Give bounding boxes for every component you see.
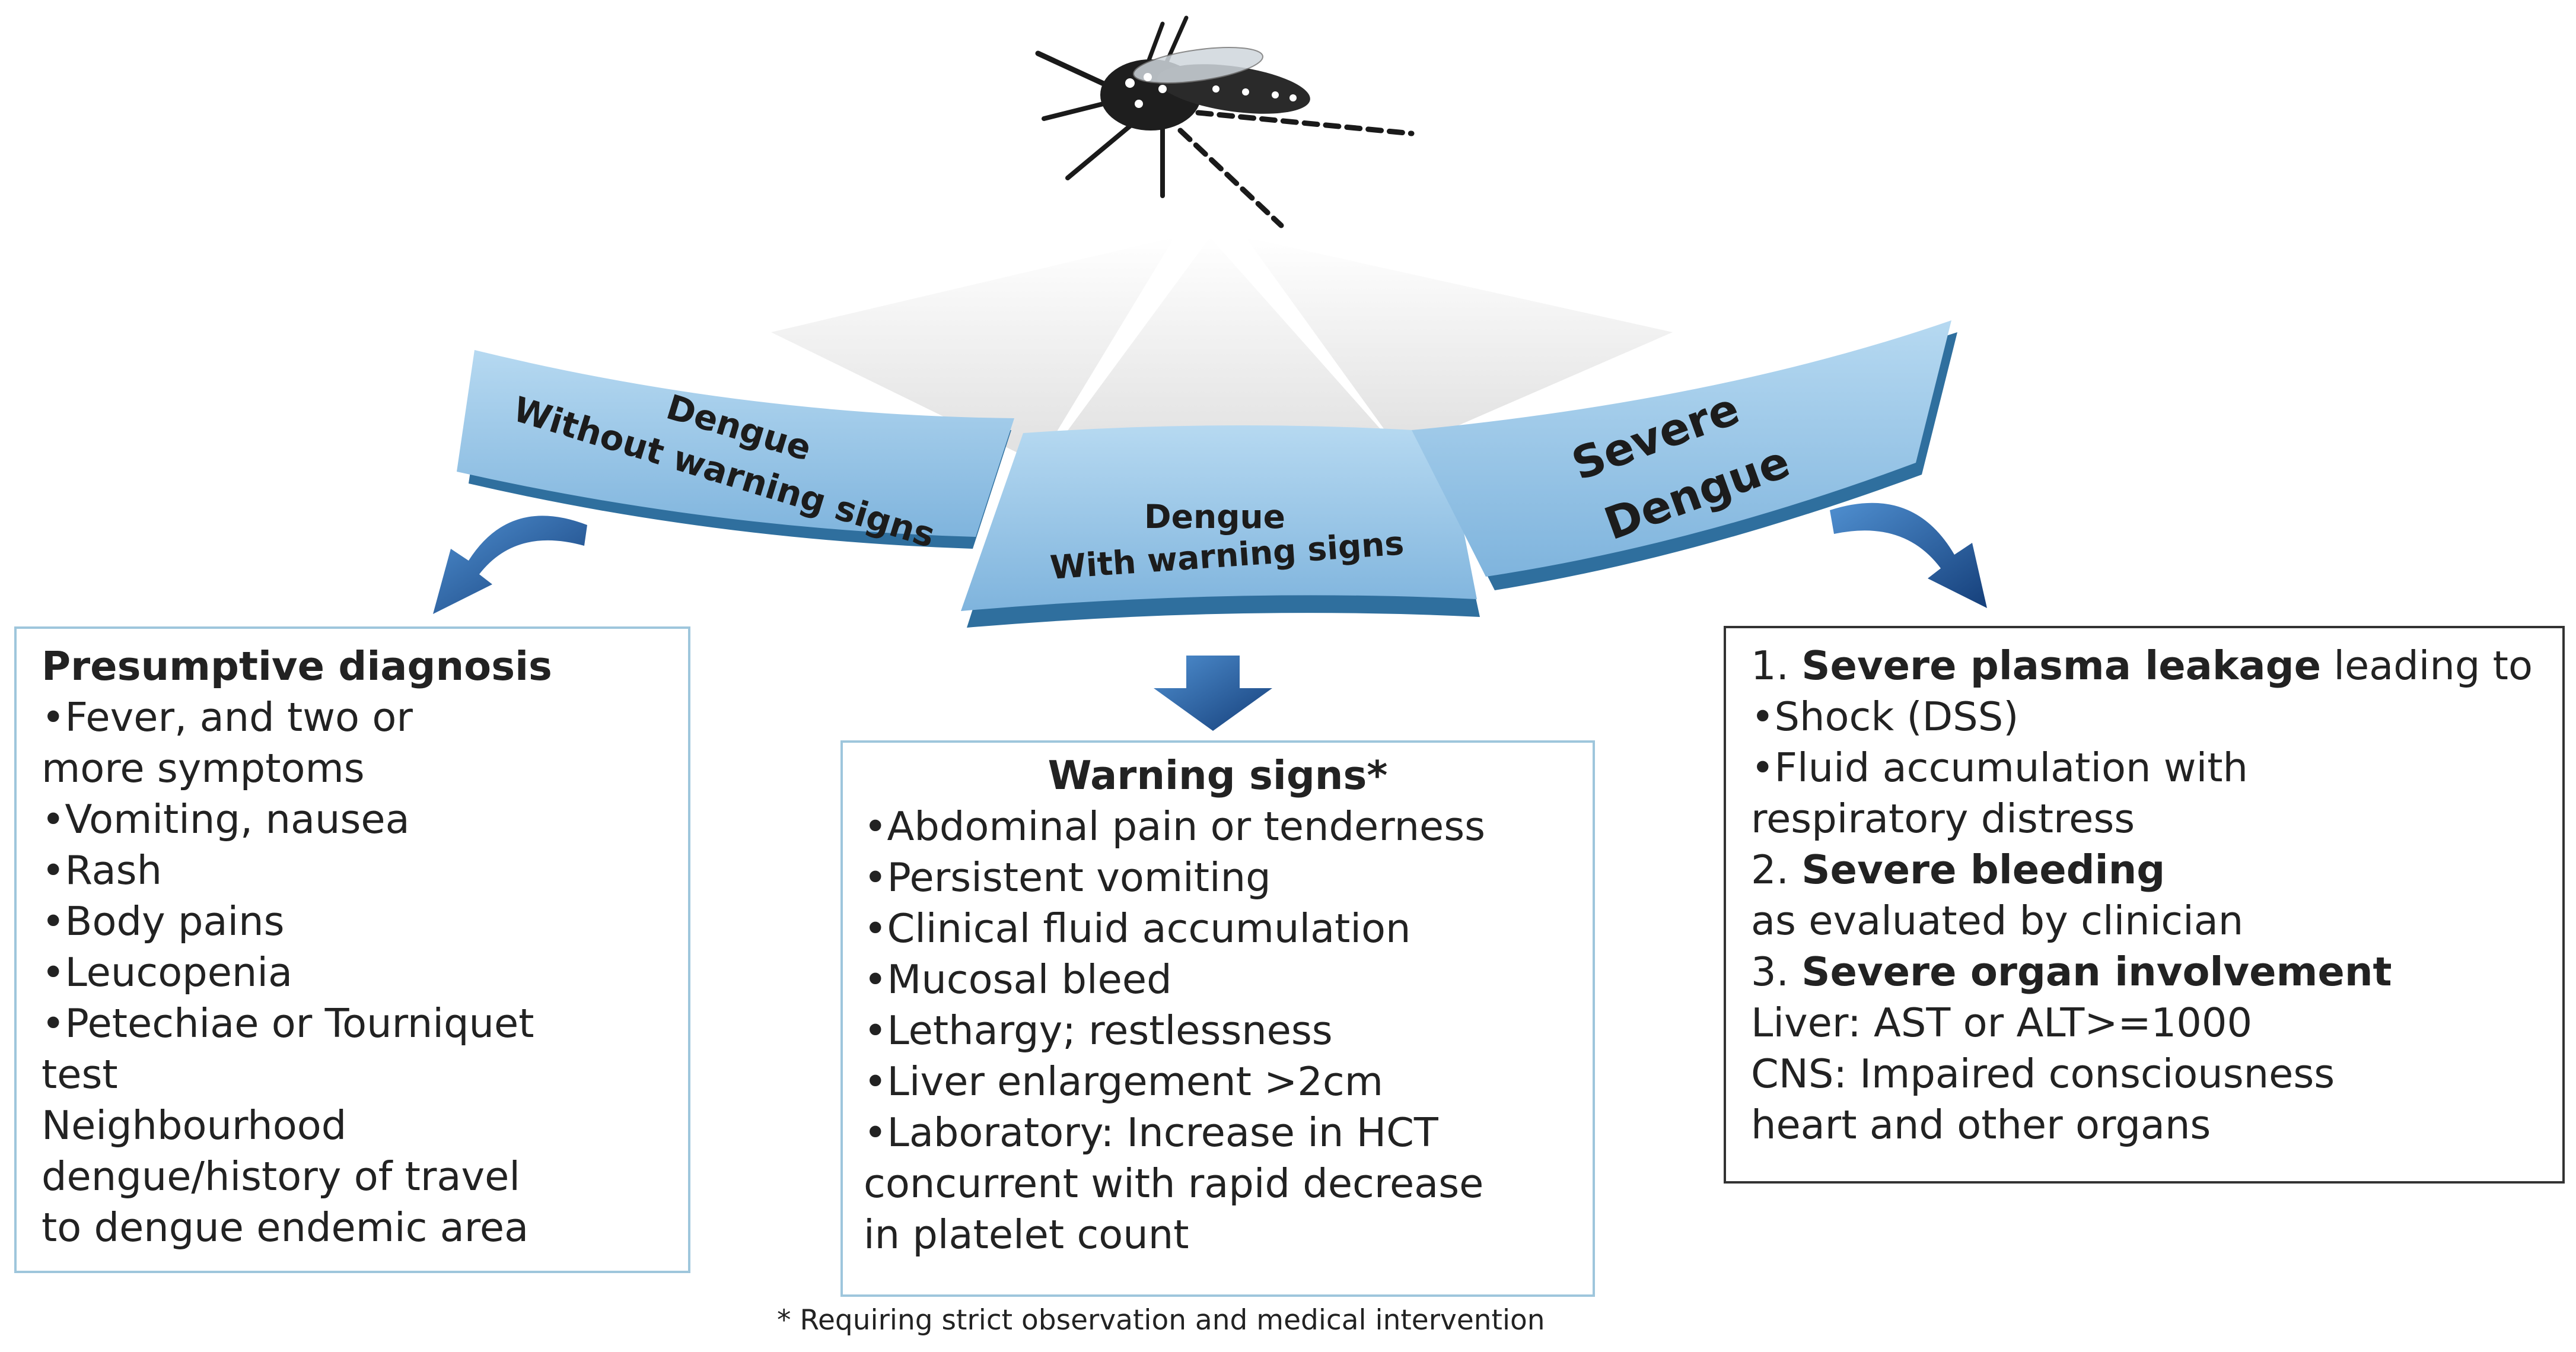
list-item: CNS: Impaired consciousness bbox=[1751, 1051, 2335, 1097]
list-item: heart and other organs bbox=[1751, 1102, 2211, 1148]
severe-dengue-criteria-box: 1. Severe plasma leakage leading to •Sho… bbox=[1724, 626, 2565, 1184]
list-item: Neighbourhood bbox=[42, 1102, 347, 1149]
list-item: •Clinical fluid accumulation bbox=[864, 905, 1411, 952]
list-item: •Petechiae or Tourniquet bbox=[42, 1000, 534, 1046]
list-item: •Leucopenia bbox=[42, 949, 293, 995]
presumptive-diagnosis-box: Presumptive diagnosis •Fever, and two or… bbox=[14, 626, 690, 1273]
item-heading: Severe organ involvement bbox=[1801, 949, 2392, 995]
list-item: •Abdominal pain or tenderness bbox=[864, 803, 1486, 850]
arrow-middle bbox=[1154, 656, 1272, 731]
arrow-left bbox=[433, 516, 587, 614]
item-heading: Severe plasma leakage bbox=[1801, 642, 2322, 689]
list-item: Liver: AST or ALT>=1000 bbox=[1751, 1000, 2253, 1046]
list-item: •Fever, and two or bbox=[42, 694, 413, 740]
item-heading-suffix: leading to bbox=[2333, 642, 2533, 689]
list-item: •Persistent vomiting bbox=[864, 854, 1271, 901]
criteria-item-3: 3. Severe organ involvement bbox=[1751, 946, 2392, 997]
panel-with-warning-signs: Dengue With warning signs bbox=[961, 425, 1480, 628]
list-item: respiratory distress bbox=[1751, 796, 2135, 842]
list-item: more symptoms bbox=[42, 745, 365, 791]
item-number: 1. bbox=[1751, 642, 1789, 689]
presumptive-diagnosis-title: Presumptive diagnosis bbox=[42, 643, 552, 689]
mosquito-image bbox=[1035, 15, 1415, 228]
list-item: in platelet count bbox=[864, 1211, 1189, 1258]
list-item: to dengue endemic area bbox=[42, 1204, 529, 1251]
criteria-item-1: 1. Severe plasma leakage leading to bbox=[1751, 640, 2533, 691]
warning-signs-box: Warning signs* •Abdominal pain or tender… bbox=[840, 740, 1595, 1297]
list-item: •Rash bbox=[42, 847, 163, 893]
list-item: •Fluid accumulation with bbox=[1751, 745, 2248, 791]
list-item: •Body pains bbox=[42, 898, 285, 944]
list-item: •Shock (DSS) bbox=[1751, 694, 2019, 740]
list-item: •Vomiting, nausea bbox=[42, 796, 410, 842]
list-item: concurrent with rapid decrease bbox=[864, 1160, 1484, 1207]
panel-severe-dengue: Severe Dengue bbox=[1412, 320, 1957, 590]
item-number: 2. bbox=[1751, 847, 1789, 893]
list-item: •Mucosal bleed bbox=[864, 956, 1172, 1003]
list-item: •Lethargy; restlessness bbox=[864, 1007, 1333, 1054]
warning-signs-title: Warning signs* bbox=[1047, 752, 1388, 799]
footnote: * Requiring strict observation and medic… bbox=[777, 1304, 1545, 1337]
criteria-item-2: 2. Severe bleeding bbox=[1751, 844, 2165, 895]
panel-middle-line1: Dengue bbox=[1144, 498, 1285, 536]
item-number: 3. bbox=[1751, 949, 1789, 995]
list-item: •Liver enlargement >2cm bbox=[864, 1058, 1384, 1105]
list-item: dengue/history of travel bbox=[42, 1153, 520, 1200]
item-heading: Severe bleeding bbox=[1801, 847, 2166, 893]
list-item: test bbox=[42, 1051, 118, 1097]
fan-rays bbox=[771, 237, 1673, 463]
list-item: •Laboratory: Increase in HCT bbox=[864, 1109, 1438, 1156]
arrow-right bbox=[1830, 502, 1987, 608]
list-item: as evaluated by clinician bbox=[1751, 898, 2244, 944]
